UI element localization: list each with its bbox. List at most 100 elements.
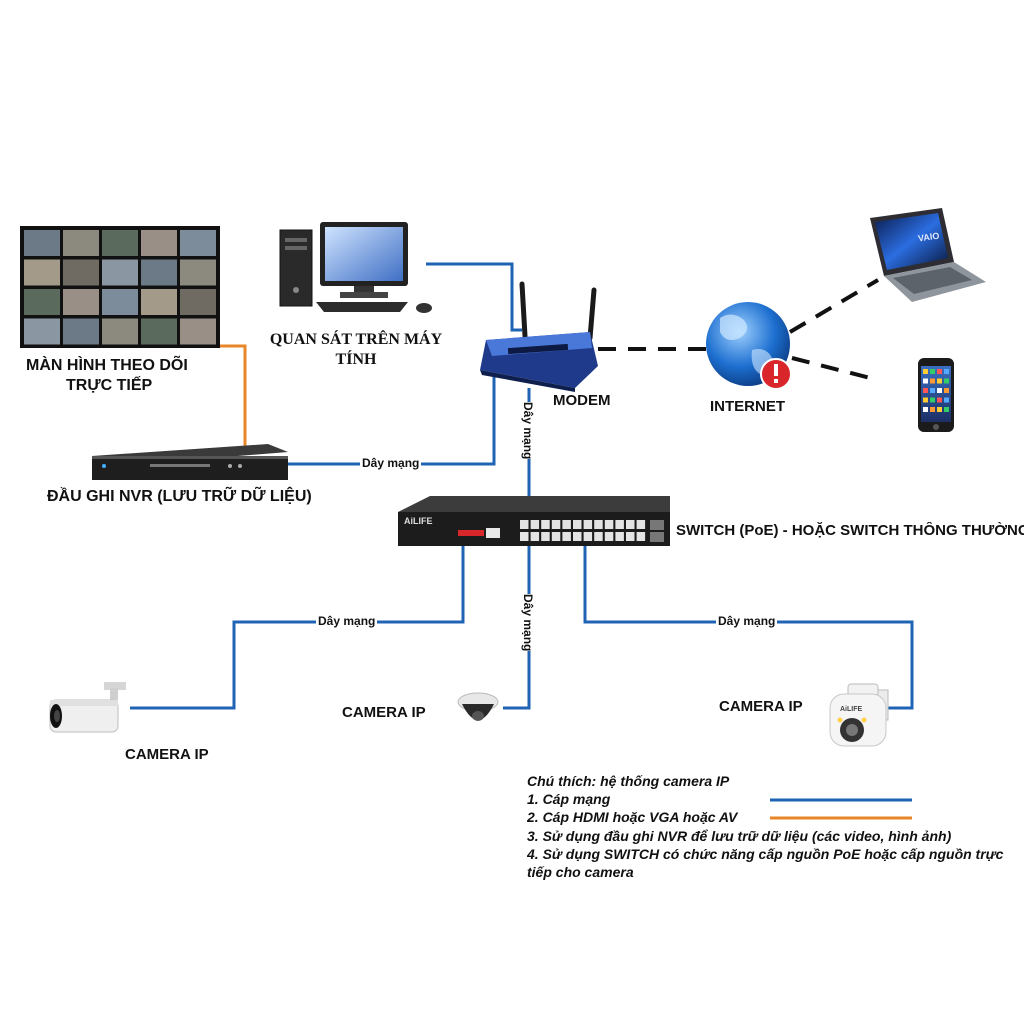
- internet-links: [598, 278, 880, 382]
- monitor-tile: [63, 259, 99, 286]
- desktop-computer-icon: [279, 222, 432, 313]
- switch-port: [626, 520, 635, 529]
- legend-title: Chú thích: hệ thống camera IP: [527, 773, 730, 789]
- switch-port: [604, 532, 614, 541]
- legend-item-switch-line1: 4. Sử dụng SWITCH có chức năng cấp nguồn…: [527, 845, 1004, 862]
- legend-item-nvr: 3. Sử dụng đầu ghi NVR để lưu trữ dữ liệ…: [527, 827, 952, 844]
- phone-app-icon: [923, 407, 928, 412]
- switch-port: [604, 520, 614, 529]
- cable-pc-modem: [426, 262, 522, 332]
- switch-port: [594, 532, 603, 541]
- bullet-camera-icon: [49, 682, 126, 733]
- monitor-tile: [24, 318, 60, 345]
- modem-label: MODEM: [553, 392, 611, 409]
- phone-app-icon: [937, 369, 942, 374]
- monitor-tile: [24, 230, 60, 256]
- switch-port: [541, 532, 550, 541]
- ptz-camera-icon: [829, 683, 889, 747]
- switch-brand-label: AiLIFE: [404, 516, 433, 526]
- phone-app-icon: [923, 369, 928, 374]
- switch-port: [583, 532, 593, 541]
- monitor-tile: [141, 230, 177, 256]
- switch-port: [520, 532, 529, 541]
- monitor-tile: [141, 289, 177, 315]
- cable-label-nvr-modem: Dây mạng: [360, 456, 422, 470]
- monitor-tile: [24, 289, 60, 315]
- dome-camera-icon: [457, 692, 499, 721]
- switch-port: [530, 532, 540, 541]
- cable-label-switch-camera-mid: Dây mạng: [519, 594, 537, 652]
- monitor-tile: [102, 259, 138, 286]
- cable-nvr-modem: [288, 374, 496, 466]
- switch-port: [615, 532, 624, 541]
- phone-app-icon: [944, 388, 949, 393]
- phone-app-grid: [923, 369, 949, 412]
- monitor-label: MÀN HÌNH THEO DÕI TRỰC TIẾP: [26, 356, 188, 396]
- phone-app-icon: [930, 407, 935, 412]
- switch-port: [551, 532, 561, 541]
- nvr-recorder-icon: [92, 444, 288, 480]
- smartphone-icon: [918, 358, 954, 432]
- cable-label-switch-camera-right: Dây mạng: [716, 614, 778, 628]
- monitor-tile: [63, 289, 99, 315]
- laptop-icon: [870, 208, 986, 302]
- phone-app-icon: [944, 369, 949, 374]
- pc-label-line2: TÍNH: [335, 351, 377, 368]
- phone-app-icon: [944, 407, 949, 412]
- phone-app-icon: [944, 397, 949, 403]
- switch-port: [551, 520, 561, 529]
- monitor-tile: [180, 289, 216, 315]
- monitor-tile: [24, 259, 60, 286]
- monitor-tile: [180, 259, 216, 286]
- pc-label: QUAN SÁT TRÊN MÁY TÍNH: [262, 330, 450, 370]
- ptz-brand-label: AiLIFE: [840, 706, 863, 713]
- legend-item-network-cable: 1. Cáp mạng: [527, 791, 611, 808]
- phone-app-icon: [937, 407, 942, 412]
- cable-monitor-nvr: [220, 344, 247, 446]
- cable-label-switch-camera-left: Dây mạng: [316, 614, 378, 628]
- poe-switch-icon: [398, 496, 670, 546]
- cable-switch-camera-right: [583, 546, 914, 710]
- monitor-tiles: [24, 230, 216, 345]
- phone-app-icon: [930, 388, 935, 393]
- switch-port: [573, 532, 582, 541]
- monitor-tile: [141, 318, 177, 345]
- legend-item-switch-line2: tiếp cho camera: [527, 864, 634, 881]
- switch-port: [636, 520, 646, 529]
- globe-warning-icon: [706, 302, 792, 390]
- monitor-tile: [141, 259, 177, 286]
- switch-port: [583, 520, 593, 529]
- switch-ports: [520, 520, 646, 541]
- wifi-router-icon: [480, 281, 598, 392]
- phone-app-icon: [944, 378, 949, 384]
- camera-mid-label: CAMERA IP: [342, 704, 426, 721]
- monitor-label-line2: TRỰC TIẾP: [66, 377, 153, 394]
- switch-port: [615, 520, 624, 529]
- monitor-tile: [102, 289, 138, 315]
- legend: Chú thích: hệ thống camera IP 1. Cáp mạn…: [527, 772, 1024, 881]
- internet-label: INTERNET: [710, 398, 785, 415]
- switch-port: [594, 520, 603, 529]
- monitor-tile: [102, 318, 138, 345]
- monitor-tile: [63, 230, 99, 256]
- camera-left-label: CAMERA IP: [125, 746, 209, 763]
- phone-app-icon: [937, 388, 942, 393]
- phone-app-icon: [923, 378, 928, 384]
- switch-port: [562, 520, 571, 529]
- switch-port: [626, 532, 635, 541]
- monitor-tile: [102, 230, 138, 256]
- cable-label-modem-switch: Dây mạng: [519, 402, 537, 460]
- phone-app-icon: [930, 397, 935, 403]
- phone-app-icon: [937, 397, 942, 403]
- switch-port: [573, 520, 582, 529]
- phone-app-icon: [923, 397, 928, 403]
- monitor-tile: [180, 230, 216, 256]
- camera-right-label: CAMERA IP: [719, 698, 803, 715]
- phone-app-icon: [923, 388, 928, 393]
- phone-app-icon: [930, 369, 935, 374]
- switch-label: SWITCH (PoE) - HOẶC SWITCH THÔNG THƯỜNG: [676, 522, 1024, 539]
- cable-switch-camera-left: [130, 546, 465, 710]
- legend-item-hdmi-cable: 2. Cáp HDMI hoặc VGA hoặc AV: [527, 809, 738, 826]
- monitor-tile: [180, 318, 216, 345]
